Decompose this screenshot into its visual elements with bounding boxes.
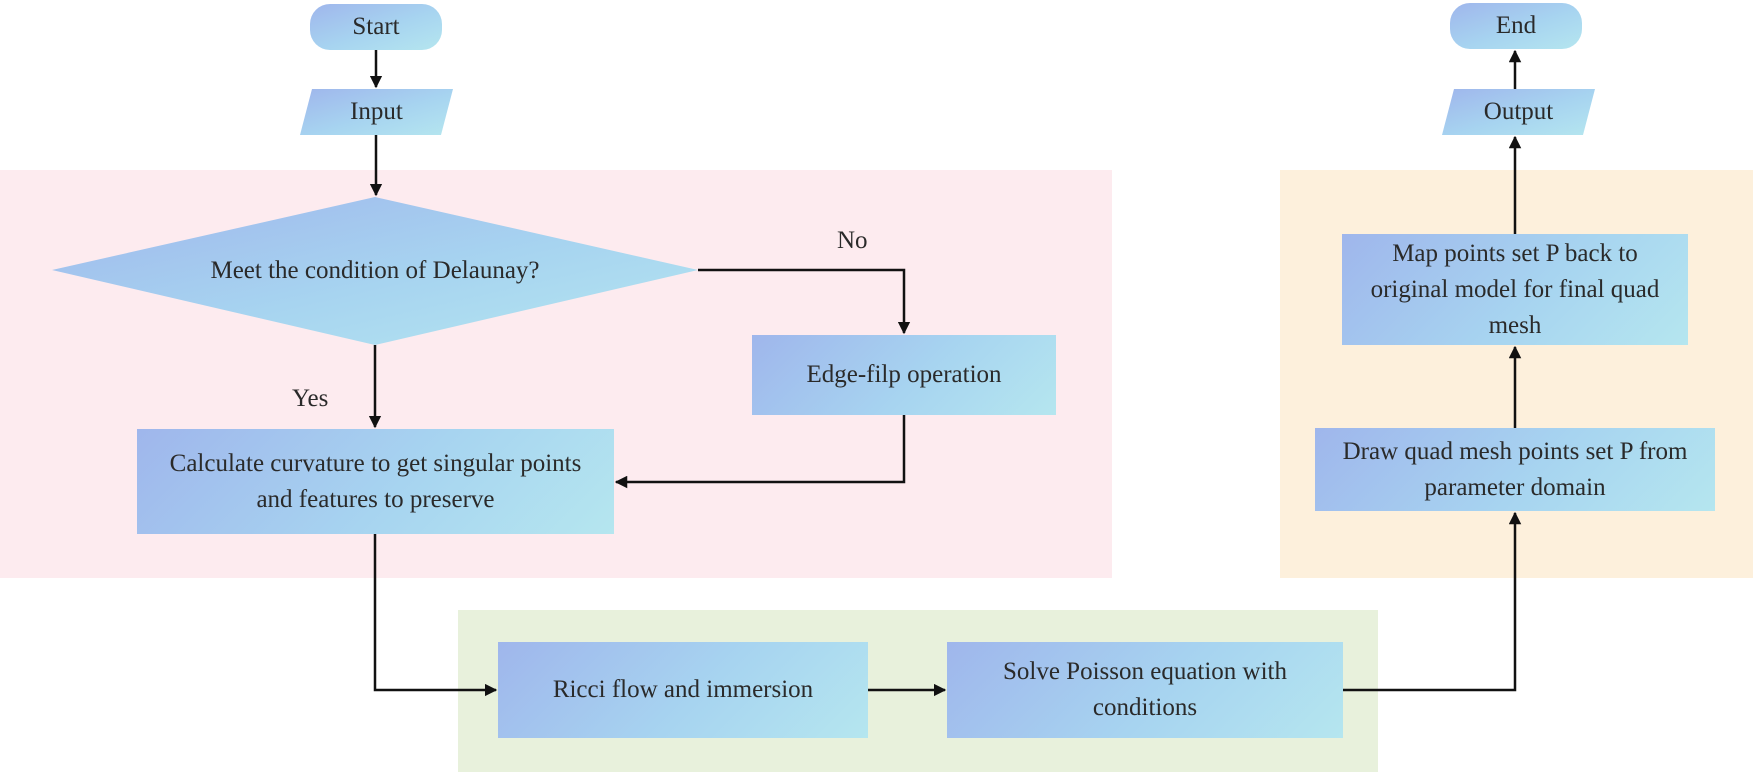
end-node: End [1495, 12, 1537, 39]
decision-diamond-shape [52, 197, 698, 345]
arrow-poisson-to-draw-points [1343, 511, 1522, 692]
end-terminator-shape [1450, 3, 1582, 49]
arrow-calculate-to-ricci [373, 534, 498, 697]
arrow-edge-flip-to-calculate [614, 415, 906, 489]
arrow-decision-no-to-edge-flip [698, 268, 911, 335]
output-node: Output [1483, 98, 1554, 125]
input-parallelogram-shape [300, 89, 453, 135]
calculate-curvature-node: Calculate curvature to get singular poin… [137, 429, 614, 534]
edge-flip-node: Edge-filp operation [752, 335, 1056, 415]
start-node: Start [352, 13, 400, 40]
map-points-node: Map points set P back to original model … [1342, 234, 1688, 345]
no-branch-label: No [837, 227, 868, 254]
input-node: Input [350, 98, 403, 125]
poisson-equation-node: Solve Poisson equation with conditions [947, 642, 1343, 738]
output-parallelogram-shape [1442, 89, 1595, 135]
decision-node: Meet the condition of Delaunay? [210, 257, 540, 284]
draw-points-node: Draw quad mesh points set P from paramet… [1315, 428, 1715, 511]
start-terminator-shape [310, 4, 442, 50]
yes-branch-label: Yes [292, 385, 329, 412]
ricci-flow-node: Ricci flow and immersion [498, 642, 868, 738]
